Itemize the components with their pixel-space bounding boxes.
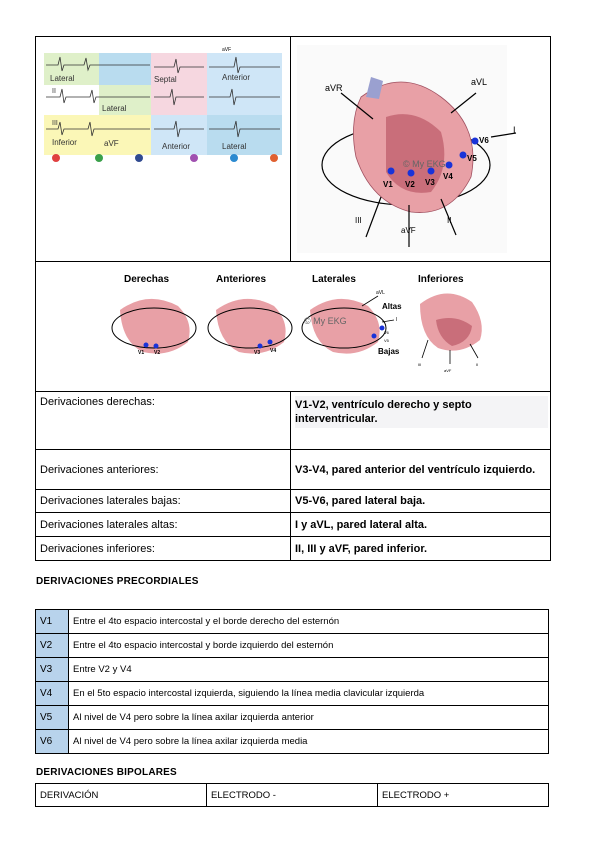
region-desc: V5-V6, pared lateral baja.	[291, 490, 551, 513]
group-anteriores: Anteriores V3 V4	[208, 274, 292, 356]
region-desc: II, III y aVF, pared inferior.	[291, 537, 551, 561]
bipolares-heading: DERIVACIONES BIPOLARES	[36, 767, 177, 778]
svg-text:V1: V1	[383, 180, 393, 189]
lead-position: Al nivel de V4 pero sobre la línea axila…	[69, 730, 549, 754]
lead-position: Entre V2 y V4	[69, 658, 549, 682]
lead-position: Entre el 4to espacio intercostal y el bo…	[69, 610, 549, 634]
svg-text:aVF: aVF	[401, 226, 416, 235]
svg-text:aVF: aVF	[104, 139, 119, 148]
svg-text:aVR: aVR	[325, 83, 343, 93]
svg-text:V2: V2	[154, 350, 160, 356]
svg-text:III: III	[52, 120, 58, 127]
group-inferiores: Inferiores III aVF II	[418, 274, 482, 373]
svg-text:I: I	[396, 317, 397, 323]
svg-text:Anterior: Anterior	[222, 73, 250, 82]
svg-text:Bajas: Bajas	[378, 347, 400, 356]
svg-text:Lateral: Lateral	[222, 142, 247, 151]
svg-text:V3: V3	[425, 178, 435, 187]
region-name: Derivaciones laterales altas:	[36, 513, 291, 537]
lead-groups-cell: Derechas V1 V2 Anteriores V3 V4 Latera	[36, 262, 551, 392]
svg-text:Anterior: Anterior	[162, 142, 190, 151]
svg-text:V5: V5	[467, 154, 477, 163]
svg-text:II: II	[447, 216, 451, 225]
region-name: Derivaciones anteriores:	[36, 450, 291, 490]
svg-text:II: II	[52, 88, 56, 95]
svg-text:V6: V6	[479, 136, 489, 145]
group-derechas: Derechas V1 V2	[112, 274, 196, 356]
svg-text:aVL: aVL	[376, 290, 385, 296]
region-name: Derivaciones laterales bajas:	[36, 490, 291, 513]
region-desc: I y aVL, pared lateral alta.	[291, 513, 551, 537]
region-name: Derivaciones derechas:	[36, 392, 291, 450]
svg-text:V4: V4	[270, 348, 276, 354]
precordiales-heading: DERIVACIONES PRECORDIALES	[36, 576, 199, 587]
region-desc: V3-V4, pared anterior del ventrículo izq…	[291, 450, 551, 490]
lead-position: Entre el 4to espacio intercostal y borde…	[69, 634, 549, 658]
svg-text:Laterales: Laterales	[312, 274, 356, 285]
lead-code: V3	[36, 658, 69, 682]
svg-text:aVF: aVF	[222, 47, 231, 53]
svg-text:Altas: Altas	[382, 302, 402, 311]
column-header: DERIVACIÓN	[36, 784, 207, 807]
svg-text:V6: V6	[384, 330, 390, 335]
svg-text:III: III	[418, 362, 421, 367]
lead-position: Al nivel de V4 pero sobre la línea axila…	[69, 706, 549, 730]
svg-text:III: III	[355, 216, 362, 225]
svg-text:II: II	[476, 362, 478, 367]
leads-table: aVF Lateral Septal Anterior II Lateral I…	[35, 36, 551, 561]
group-laterales: Laterales aVL I V6 V5 Altas Bajas © My E…	[302, 274, 402, 356]
svg-text:Lateral: Lateral	[102, 104, 127, 113]
lead-code: V6	[36, 730, 69, 754]
bipolares-table: DERIVACIÓN ELECTRODO - ELECTRODO +	[35, 783, 549, 807]
svg-text:V4: V4	[443, 172, 453, 181]
svg-text:Anteriores: Anteriores	[216, 274, 266, 285]
lead-code: V1	[36, 610, 69, 634]
svg-text:© My EKG: © My EKG	[403, 159, 446, 169]
svg-text:V2: V2	[405, 180, 415, 189]
svg-text:© My EKG: © My EKG	[304, 316, 347, 326]
svg-text:Septal: Septal	[154, 75, 177, 84]
table-header-row: DERIVACIÓN ELECTRODO - ELECTRODO +	[36, 784, 549, 807]
column-header: ELECTRODO -	[207, 784, 378, 807]
svg-text:V5: V5	[384, 338, 390, 343]
svg-text:Inferiores: Inferiores	[418, 274, 464, 285]
svg-text:V1: V1	[138, 350, 144, 356]
region-desc: V1-V2, ventrículo derecho y septo interv…	[291, 392, 551, 450]
lead-code: V5	[36, 706, 69, 730]
lead-code: V4	[36, 682, 69, 706]
heart-leads-illustration: aVR aVL I V6 V5 V4 V3 V2 V1 © My EKG III…	[291, 37, 541, 261]
svg-text:aVF: aVF	[444, 368, 452, 373]
column-header: ELECTRODO +	[378, 784, 549, 807]
ecg-illustration: aVF Lateral Septal Anterior II Lateral I…	[36, 37, 290, 261]
svg-text:I: I	[513, 125, 516, 135]
svg-text:Derechas: Derechas	[124, 274, 169, 285]
svg-text:Lateral: Lateral	[50, 74, 75, 83]
heart-image-cell: aVR aVL I V6 V5 V4 V3 V2 V1 © My EKG III…	[291, 37, 551, 262]
lead-groups-illustration: Derechas V1 V2 Anteriores V3 V4 Latera	[36, 262, 550, 391]
svg-text:V3: V3	[254, 350, 260, 356]
lead-code: V2	[36, 634, 69, 658]
lead-position: En el 5to espacio intercostal izquierda,…	[69, 682, 549, 706]
ecg-image-cell: aVF Lateral Septal Anterior II Lateral I…	[36, 37, 291, 262]
svg-text:aVL: aVL	[471, 77, 487, 87]
region-name: Derivaciones inferiores:	[36, 537, 291, 561]
svg-text:Inferior: Inferior	[52, 138, 77, 147]
